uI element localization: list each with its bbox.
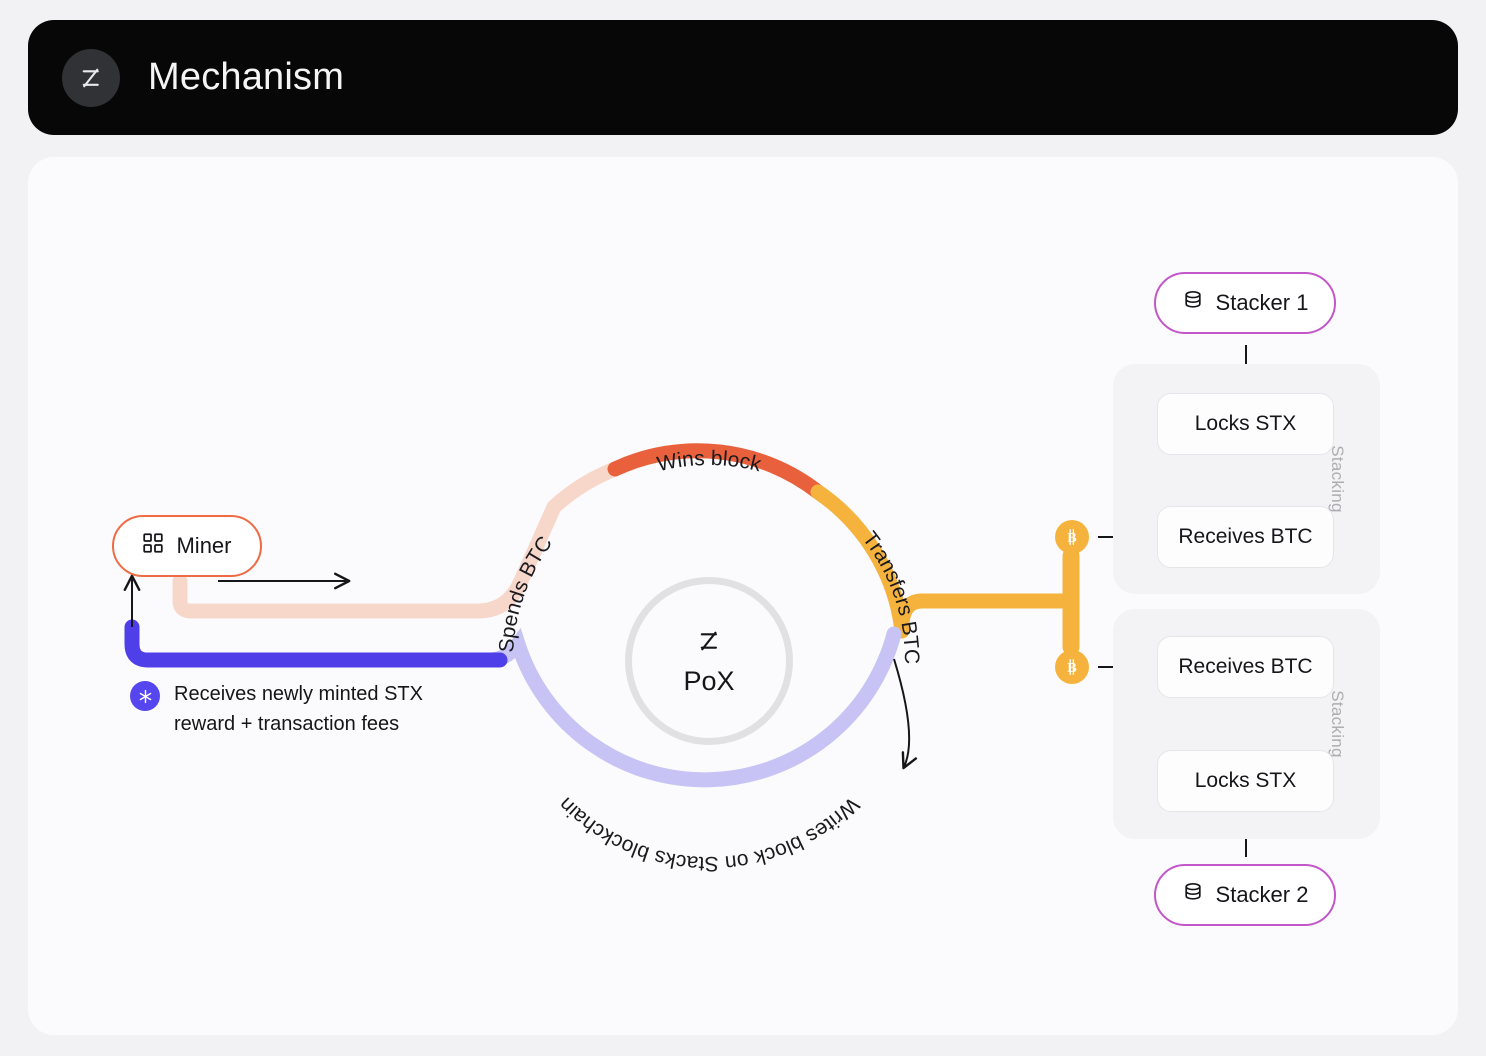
stx-token-icon <box>130 681 160 711</box>
step-receives-btc-2[interactable]: Receives BTC <box>1157 636 1334 698</box>
database-icon <box>1182 881 1204 909</box>
node-stacker-1-label: Stacker 1 <box>1215 290 1309 315</box>
connector-wires: Wins block Spends BTC Transfers BTC Writ… <box>123 345 1255 875</box>
step-receives-btc-1[interactable]: Receives BTC <box>1157 506 1334 568</box>
pox-center-node: PoX <box>625 577 793 745</box>
wire-minted-stx <box>124 619 508 668</box>
step-locks-stx-1[interactable]: Locks STX <box>1157 393 1334 455</box>
node-stacker-2[interactable]: Stacker 2 <box>1154 864 1336 926</box>
stacking-group-1-label: Stacking <box>1328 445 1348 513</box>
step-locks-stx-2[interactable]: Locks STX <box>1157 750 1334 812</box>
node-stacker-2-label: Stacker 2 <box>1215 882 1309 907</box>
arrow-writes-direction <box>893 658 918 770</box>
stacks-logo-icon <box>62 48 120 107</box>
node-miner-label: Miner <box>176 533 232 558</box>
legend-minted-stx: Receives newly minted STX reward + trans… <box>130 679 464 739</box>
pox-label: PoX <box>683 666 735 696</box>
svg-text:B: B <box>1067 531 1076 546</box>
wire-writes-block <box>350 626 902 788</box>
svg-text:B: B <box>1067 661 1076 676</box>
grid-squares-icon <box>142 532 164 560</box>
arc-label-writes-block: Writes block on Stacks blockchain <box>554 793 863 875</box>
diagram-stage: Wins block Spends BTC Transfers BTC Writ… <box>28 157 1458 1035</box>
stacking-group-2-label: Stacking <box>1328 690 1348 758</box>
arc-label-wins-block: Wins block <box>655 447 764 477</box>
node-miner[interactable]: Miner <box>112 515 262 577</box>
header-bar: Mechanism <box>28 20 1458 135</box>
bitcoin-icon: B <box>1055 520 1089 554</box>
diagram-card: Wins block Spends BTC Transfers BTC Writ… <box>28 157 1458 1035</box>
page-title: Mechanism <box>148 56 345 98</box>
wire-yellow-to-junction <box>894 593 1070 631</box>
bitcoin-icon: B <box>1055 650 1089 684</box>
wire-spends-btc <box>172 461 623 619</box>
node-stacker-1[interactable]: Stacker 1 <box>1154 272 1336 334</box>
legend-text: Receives newly minted STX reward + trans… <box>174 683 423 735</box>
database-icon <box>1182 289 1204 317</box>
arc-label-spends-btc: Spends BTC <box>495 532 557 653</box>
stacks-logo-icon <box>693 625 725 662</box>
wire-wins-block <box>607 443 826 500</box>
